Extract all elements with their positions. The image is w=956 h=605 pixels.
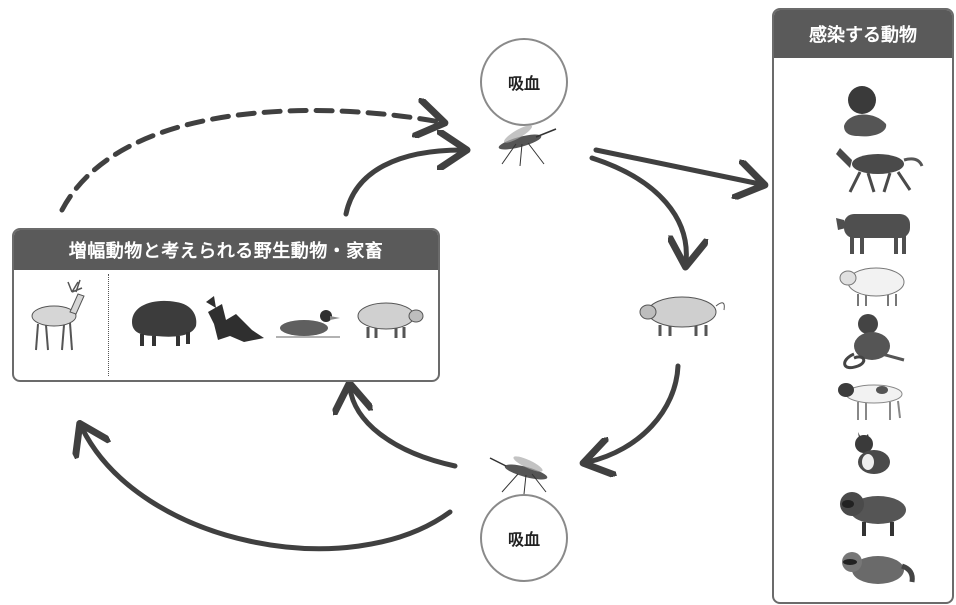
human-icon (844, 86, 887, 137)
infected-animals-panel: 感染する動物 (772, 8, 954, 604)
arrow-mosquito-to-infected (593, 147, 760, 184)
amplifier-title: 増幅動物と考えられる野生動物・家畜 (68, 241, 384, 262)
arrow-mosquito-to-left (82, 428, 453, 552)
cat-icon (855, 432, 890, 474)
amplifier-divider (108, 274, 109, 376)
monkey-icon (843, 314, 905, 369)
bite-label-bottom-text: 吸血 (507, 530, 540, 549)
bite-label-top-text: 吸血 (507, 74, 540, 93)
bat-icon (206, 296, 264, 342)
infected-title: 感染する動物 (809, 25, 917, 46)
arrow-amplifier-to-mosquito (343, 150, 462, 217)
pig-icon (357, 302, 424, 338)
arrow-mosquito-to-pig (589, 155, 686, 262)
dashed-arrow-to-mosquito (59, 111, 440, 213)
raccoon-icon (842, 552, 915, 584)
infected-header: 感染する動物 (774, 10, 952, 58)
amplifier-host-box: 増幅動物と考えられる野生動物・家畜 (12, 228, 440, 382)
raccoon-dog-icon (840, 492, 906, 536)
mosquito-icon (489, 456, 548, 495)
sheep-icon (839, 267, 905, 306)
horse-icon (836, 148, 924, 193)
bite-label-bottom: 吸血 (480, 494, 568, 582)
duck-icon (276, 310, 340, 338)
amplifier-header: 増幅動物と考えられる野生動物・家畜 (14, 230, 438, 270)
dog-icon (838, 383, 903, 420)
deer-icon (31, 279, 85, 351)
mosquito-icon (498, 125, 557, 167)
pig-icon (639, 296, 725, 336)
wild-boar-icon (132, 300, 197, 346)
arrow-mosquito-to-amplifier (350, 388, 458, 469)
cattle-icon (836, 214, 910, 254)
bite-label-top: 吸血 (480, 38, 568, 126)
arrow-pig-to-mosquito (588, 363, 681, 462)
